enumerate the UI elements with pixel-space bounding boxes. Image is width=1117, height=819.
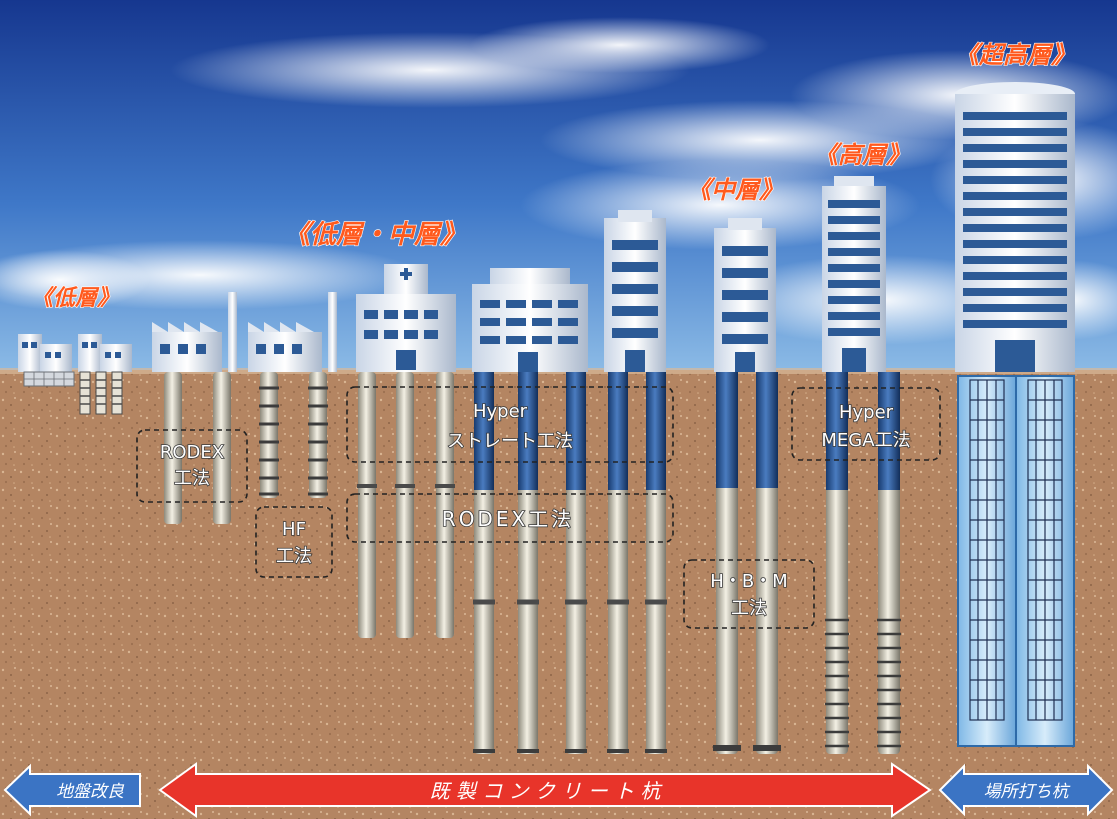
- rodex-method-box-large: RODEX工法: [346, 493, 674, 543]
- hospital-building: [356, 264, 456, 372]
- hyper-straight-method-box: Hyper ストレート工法: [346, 386, 674, 463]
- low-rise-houses: [18, 334, 132, 415]
- hbm-method-box: H・B・M 工法: [683, 559, 815, 629]
- category-super-high: 《超高層》: [955, 41, 1075, 69]
- mid-rise-building-2: [714, 218, 776, 372]
- cast-in-place-piles: [957, 375, 1075, 747]
- hbm-method-label-1: H・B・M: [710, 571, 787, 592]
- ground-improvement-arrow: 地盤改良: [3, 763, 141, 817]
- hyper-straight-label-2: ストレート工法: [447, 431, 573, 452]
- hbm-method-label-2: 工法: [731, 598, 767, 619]
- category-low: 《低層》: [31, 285, 119, 311]
- hf-method-box: HF 工法: [255, 506, 333, 578]
- hf-piles: [259, 372, 328, 498]
- soil: [0, 370, 1117, 819]
- precast-pile-label: 既 製 コ ン ク リ ー ト 杭: [430, 779, 664, 803]
- rodex-piles-small: [164, 372, 231, 524]
- category-mid: 《中層》: [687, 176, 783, 204]
- hyper-mega-label-2: MEGA工法: [821, 430, 910, 451]
- hyper-straight-label-1: Hyper: [473, 401, 528, 422]
- ground-improvement-label: 地盤改良: [56, 782, 125, 802]
- rodex-method-label-1: RODEX: [160, 442, 224, 463]
- hyper-mega-method-box: Hyper MEGA工法: [791, 387, 941, 461]
- high-rise-building: [822, 176, 886, 372]
- precast-pile-arrow: 既 製 コ ン ク リ ー ト 杭: [158, 762, 932, 818]
- category-low-mid: 《低層・中層》: [284, 220, 466, 250]
- mid-rise-building-1: [604, 210, 666, 372]
- rodex-method-box-small: RODEX 工法: [136, 429, 248, 503]
- rodex-method-label-2: 工法: [174, 468, 210, 489]
- hyper-mega-label-1: Hyper: [839, 402, 894, 423]
- office-building-wide: [472, 268, 588, 372]
- hf-method-label-2: 工法: [276, 546, 312, 567]
- hf-method-label-1: HF: [282, 519, 306, 540]
- factory-building-2: [248, 292, 337, 372]
- factory-building-1: [152, 292, 237, 372]
- hospital-piles: [357, 372, 455, 638]
- hbm-piles: [713, 372, 781, 754]
- rodex-large-label: RODEX工法: [442, 507, 574, 531]
- cast-in-place-arrow: 場所打ち杭: [938, 763, 1114, 817]
- cast-in-place-label: 場所打ち杭: [984, 782, 1071, 802]
- super-high-rise-building: [955, 82, 1075, 372]
- hyper-straight-piles: [473, 372, 667, 754]
- category-high: 《高層》: [814, 141, 910, 169]
